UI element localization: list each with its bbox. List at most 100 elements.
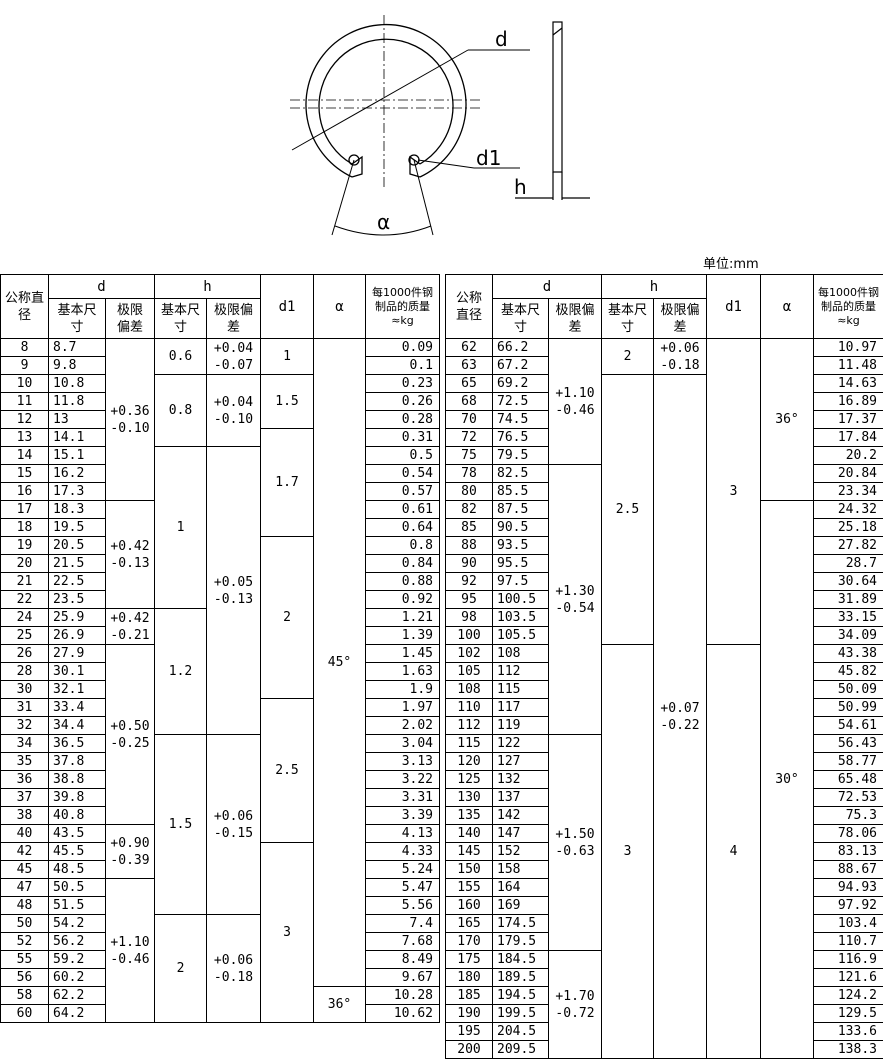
nominal-diameter-cell: 9 xyxy=(0,356,49,375)
nominal-diameter-cell: 11 xyxy=(0,392,49,411)
mass-cell: 0.57 xyxy=(365,482,440,501)
d-basic-cell: 50.5 xyxy=(48,878,106,897)
mass-cell: 43.38 xyxy=(813,644,883,663)
header-h-basic: 基本尺寸 xyxy=(154,298,207,339)
nominal-diameter-cell: 25 xyxy=(0,626,49,645)
d-basic-cell: 36.5 xyxy=(48,734,106,753)
mass-cell: 0.5 xyxy=(365,446,440,465)
d-basic-cell: 60.2 xyxy=(48,968,106,987)
d-basic-cell: 8.7 xyxy=(48,338,106,357)
d-basic-cell: 122 xyxy=(492,734,549,753)
mass-cell: 0.26 xyxy=(365,392,440,411)
mass-cell: 2.02 xyxy=(365,716,440,735)
mass-cell: 0.54 xyxy=(365,464,440,483)
d-basic-cell: 62.2 xyxy=(48,986,106,1005)
tolerance-line: -0.46 xyxy=(555,402,595,418)
nominal-diameter-cell: 130 xyxy=(445,788,493,807)
nominal-diameter-cell: 58 xyxy=(0,986,49,1005)
mass-cell: 54.61 xyxy=(813,716,883,735)
mass-cell: 1.39 xyxy=(365,626,440,645)
d-basic-cell: 103.5 xyxy=(492,608,549,627)
d-basic-cell: 76.5 xyxy=(492,428,549,447)
mass-cell: 33.15 xyxy=(813,608,883,627)
d-basic-cell: 74.5 xyxy=(492,410,549,429)
unit-label: 单位:mm xyxy=(703,257,759,272)
mass-cell: 20.2 xyxy=(813,446,883,465)
d1-cell: 1.7 xyxy=(260,428,314,537)
d-basic-cell: 27.9 xyxy=(48,644,106,663)
mass-cell: 30.64 xyxy=(813,572,883,591)
mass-cell: 138.3 xyxy=(813,1040,883,1059)
mass-cell: 3.31 xyxy=(365,788,440,807)
mass-cell: 9.67 xyxy=(365,968,440,987)
d-basic-cell: 164 xyxy=(492,878,549,897)
nominal-diameter-cell: 38 xyxy=(0,806,49,825)
nominal-diameter-cell: 98 xyxy=(445,608,493,627)
ring-drawing: d d1 α h xyxy=(290,15,590,236)
mass-cell: 58.77 xyxy=(813,752,883,771)
nominal-diameter-cell: 120 xyxy=(445,752,493,771)
nominal-diameter-cell: 112 xyxy=(445,716,493,735)
nominal-diameter-cell: 88 xyxy=(445,536,493,555)
tolerance-line: +0.05 xyxy=(213,574,254,590)
d-basic-cell: 127 xyxy=(492,752,549,771)
label-h: h xyxy=(514,175,527,199)
nominal-diameter-cell: 125 xyxy=(445,770,493,789)
d-basic-cell: 17.3 xyxy=(48,482,106,501)
mass-cell: 65.48 xyxy=(813,770,883,789)
mass-cell: 17.84 xyxy=(813,428,883,447)
d-basic-cell: 13 xyxy=(48,410,106,429)
nominal-diameter-cell: 95 xyxy=(445,590,493,609)
tolerance-line: -0.22 xyxy=(660,717,700,733)
mass-cell: 14.63 xyxy=(813,374,883,393)
d1-cell: 2.5 xyxy=(260,698,314,843)
hbasic-cell: 1.2 xyxy=(154,608,207,735)
nominal-diameter-cell: 70 xyxy=(445,410,493,429)
d-basic-cell: 32.1 xyxy=(48,680,106,699)
dtol-cell: +0.90-0.39 xyxy=(105,824,155,879)
d-basic-cell: 59.2 xyxy=(48,950,106,969)
nominal-diameter-cell: 110 xyxy=(445,698,493,717)
dtol-cell: +0.50-0.25 xyxy=(105,644,155,825)
tolerance-line: -0.07 xyxy=(213,357,254,373)
d-basic-cell: 16.2 xyxy=(48,464,106,483)
d-basic-cell: 115 xyxy=(492,680,549,699)
d1-cell: 1 xyxy=(260,338,314,375)
header-d-limit: 极限偏差 xyxy=(548,298,602,339)
nominal-diameter-cell: 8 xyxy=(0,338,49,357)
d-basic-cell: 10.8 xyxy=(48,374,106,393)
d-basic-cell: 45.5 xyxy=(48,842,106,861)
d-basic-cell: 117 xyxy=(492,698,549,717)
nominal-diameter-cell: 36 xyxy=(0,770,49,789)
d-basic-cell: 209.5 xyxy=(492,1040,549,1059)
d-basic-cell: 56.2 xyxy=(48,932,106,951)
tolerance-line: +0.06 xyxy=(213,808,254,824)
nominal-diameter-cell: 135 xyxy=(445,806,493,825)
tolerance-line: +1.10 xyxy=(555,385,595,401)
d1-cell: 4 xyxy=(706,644,761,1059)
nominal-diameter-cell: 108 xyxy=(445,680,493,699)
d-basic-cell: 22.5 xyxy=(48,572,106,591)
